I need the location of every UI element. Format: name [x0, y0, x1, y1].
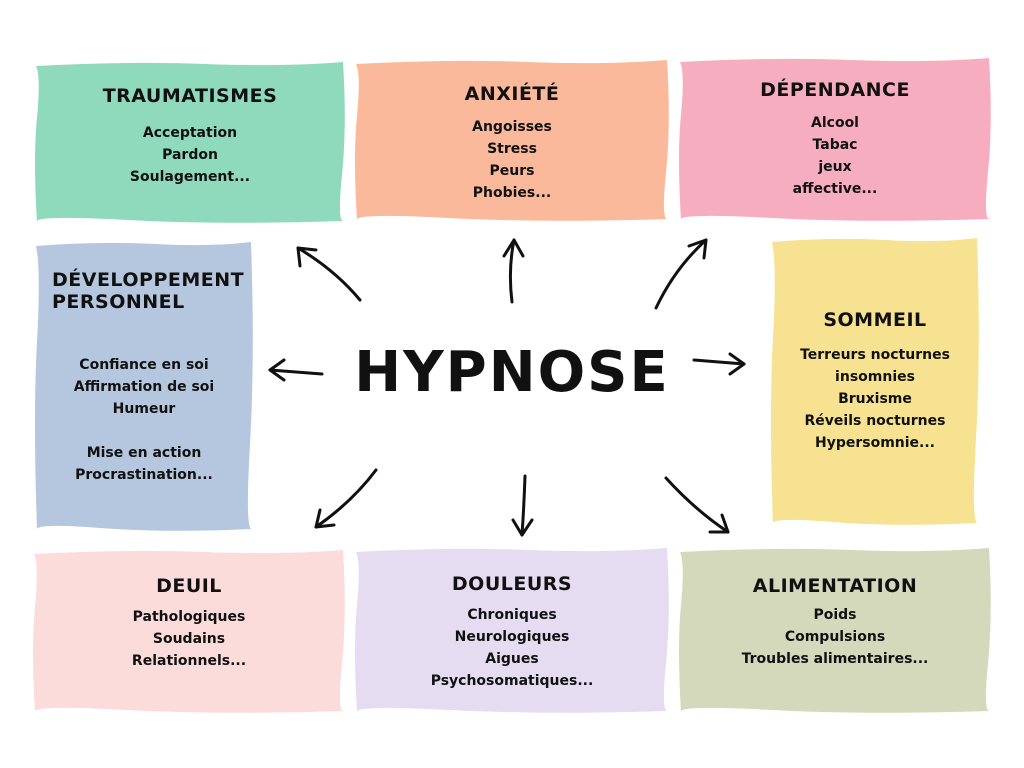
card-item: Hypersomnie...: [814, 434, 936, 451]
arrow-to-douleurs: [511, 474, 534, 537]
arrow-to-traumatismes: [296, 246, 362, 302]
card-item: Pathologiques: [132, 608, 246, 625]
card-item: Chroniques: [467, 606, 557, 623]
arrow-to-sommeil: [692, 352, 746, 376]
card-title: ANXIÉTÉ: [464, 83, 560, 105]
card-item: jeux: [818, 158, 852, 175]
card-background: [35, 62, 345, 223]
card-item: Soulagement...: [129, 168, 251, 185]
card-item: Tabac: [812, 136, 858, 153]
card-item: affective...: [792, 180, 878, 197]
card-item: Humeur: [112, 400, 176, 417]
card-title: DOULEURS: [451, 573, 573, 595]
card-item: Troubles alimentaires...: [741, 650, 929, 667]
arrow-to-deuil: [314, 468, 378, 529]
card-item: Poids: [813, 606, 857, 623]
arrow-to-dependance: [654, 238, 708, 310]
card-background: [679, 548, 991, 713]
card-title: TRAUMATISMES: [102, 85, 278, 107]
card-item: Soudains: [152, 630, 226, 647]
card-item: Angoisses: [472, 118, 552, 135]
card-background: [679, 58, 991, 221]
card-item: Procrastination...: [75, 466, 213, 483]
card-item: Pardon: [162, 146, 218, 163]
card-item: Compulsions: [784, 628, 886, 645]
card-item: [34, 420, 254, 442]
card-title: DÉVELOPPEMENT PERSONNEL: [52, 269, 245, 313]
card-item: Relationnels...: [131, 652, 247, 669]
card-item: Neurologiques: [454, 628, 570, 645]
card-item: Réveils nocturnes: [804, 412, 946, 429]
card-item: Mise en action: [86, 444, 202, 461]
arrow-to-developpement: [268, 358, 324, 382]
card-background: [355, 548, 669, 713]
card-item: Acceptation: [142, 124, 238, 141]
card-title: DEUIL: [156, 575, 222, 597]
card-item: Confiance en soi: [79, 356, 209, 373]
card-item: Alcool: [811, 114, 859, 131]
card-item: Terreurs nocturnes: [800, 346, 950, 363]
card-background: [771, 238, 979, 525]
card-title: DÉPENDANCE: [760, 79, 910, 101]
arrow-to-anxiete: [502, 238, 525, 304]
card-item: Bruxisme: [838, 390, 912, 407]
card-item: Peurs: [489, 162, 535, 179]
card-item: Affirmation de soi: [73, 378, 215, 395]
card-background: [35, 242, 253, 531]
card-item: Aigues: [485, 650, 539, 667]
card-title: SOMMEIL: [823, 309, 927, 331]
card-title: ALIMENTATION: [752, 575, 918, 597]
card-item: Psychosomatiques...: [430, 672, 594, 689]
center-title: HYPNOSE: [354, 340, 670, 405]
arrow-to-alimentation: [664, 476, 730, 534]
card-background: [355, 60, 669, 221]
card-item: insomnies: [835, 368, 915, 385]
card-background: [33, 550, 345, 713]
card-item: Stress: [487, 140, 537, 157]
card-item: Phobies...: [472, 184, 552, 201]
